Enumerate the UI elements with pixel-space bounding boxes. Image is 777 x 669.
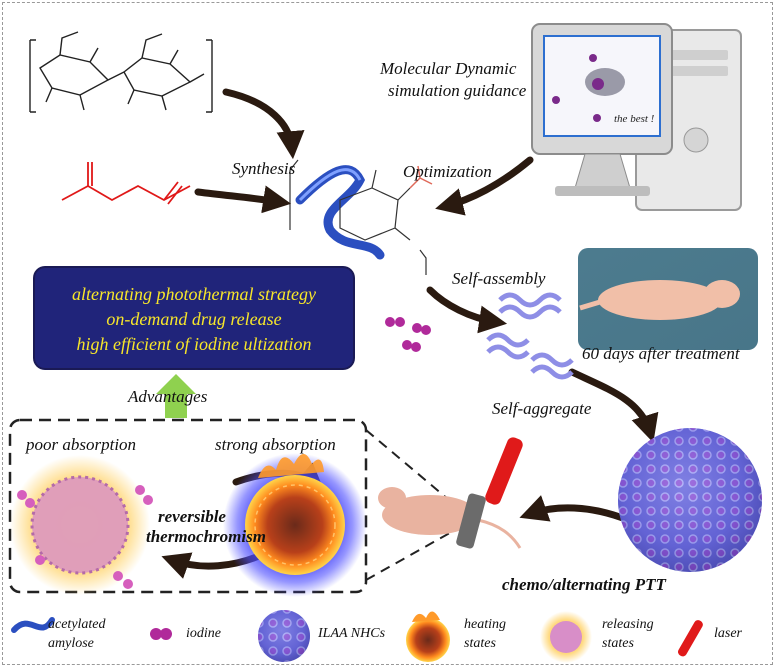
legend-ilaa: ILAA NHCs [318,626,386,641]
legend-heating-line1: heating [464,617,506,632]
md-guidance-line1: Molecular Dynamic [380,59,517,78]
self-assembly-label: Self-assembly [452,269,546,288]
releasing-state-sphere [10,455,153,595]
mouse-photo [578,248,758,350]
legend-iodine-icon [150,628,172,640]
legend-releasing-icon [540,611,592,663]
the-best-label: the best ! [614,113,655,125]
legend-ilaa-icon [258,610,310,662]
reversible-label-line2: thermochromism [146,527,266,546]
legend-acetylated-line1: acetylated [48,617,106,632]
advantage-1: alternating photothermal strategy [72,284,316,304]
days-after-label: 60 days after treatment [582,344,740,363]
synthesis-label: Synthesis [232,159,296,178]
advantage-3: high efficient of iodine ultization [76,334,312,354]
legend-heating-icon [406,611,450,662]
reversible-label-line1: reversible [158,507,226,526]
legend-helix-icon [11,617,55,633]
treated-mouse [378,487,522,549]
laser-beam [485,437,523,505]
legend-releasing-line2: states [602,636,634,651]
legend-laser: laser [714,626,742,641]
arrow-anhydride-to-synthesis [194,185,292,214]
chemo-ptt-label: chemo/alternating PTT [502,575,666,594]
arrow-optimization [435,156,534,216]
computer [531,23,742,211]
amylose-structure [29,31,213,113]
thermochromism-inset [8,418,368,594]
iodine-particles [385,317,431,352]
arrow-amylose-to-synthesis [222,88,305,160]
heating-state-sphere [223,453,367,597]
advantages-up-arrow [156,374,196,418]
acetic-anhydride [61,162,191,205]
poor-absorption-label: poor absorption [26,435,137,454]
helical-coils [486,292,574,380]
md-guidance-line2: simulation guidance [388,81,527,100]
advantages-label: Advantages [128,387,208,406]
advantages-box: alternating photothermal strategy on-dem… [35,268,353,368]
advantage-2: on-demand drug release [106,309,282,329]
self-aggregate-label: Self-aggregate [492,399,592,418]
arrow-self-assembly [426,286,508,334]
arrow-self-aggregate [568,368,659,443]
ilaa-nhc-sphere [618,428,762,572]
optimization-label: Optimization [403,162,492,181]
legend-releasing-line1: releasing [602,617,654,632]
legend-acetylated-line2: amylose [48,636,94,651]
arrow-to-mouse [519,495,632,524]
legend-icons [11,610,703,663]
strong-absorption-label: strong absorption [215,435,336,454]
legend-heating-line2: states [464,636,496,651]
legend-iodine: iodine [186,626,221,641]
legend-laser-icon [678,620,703,657]
